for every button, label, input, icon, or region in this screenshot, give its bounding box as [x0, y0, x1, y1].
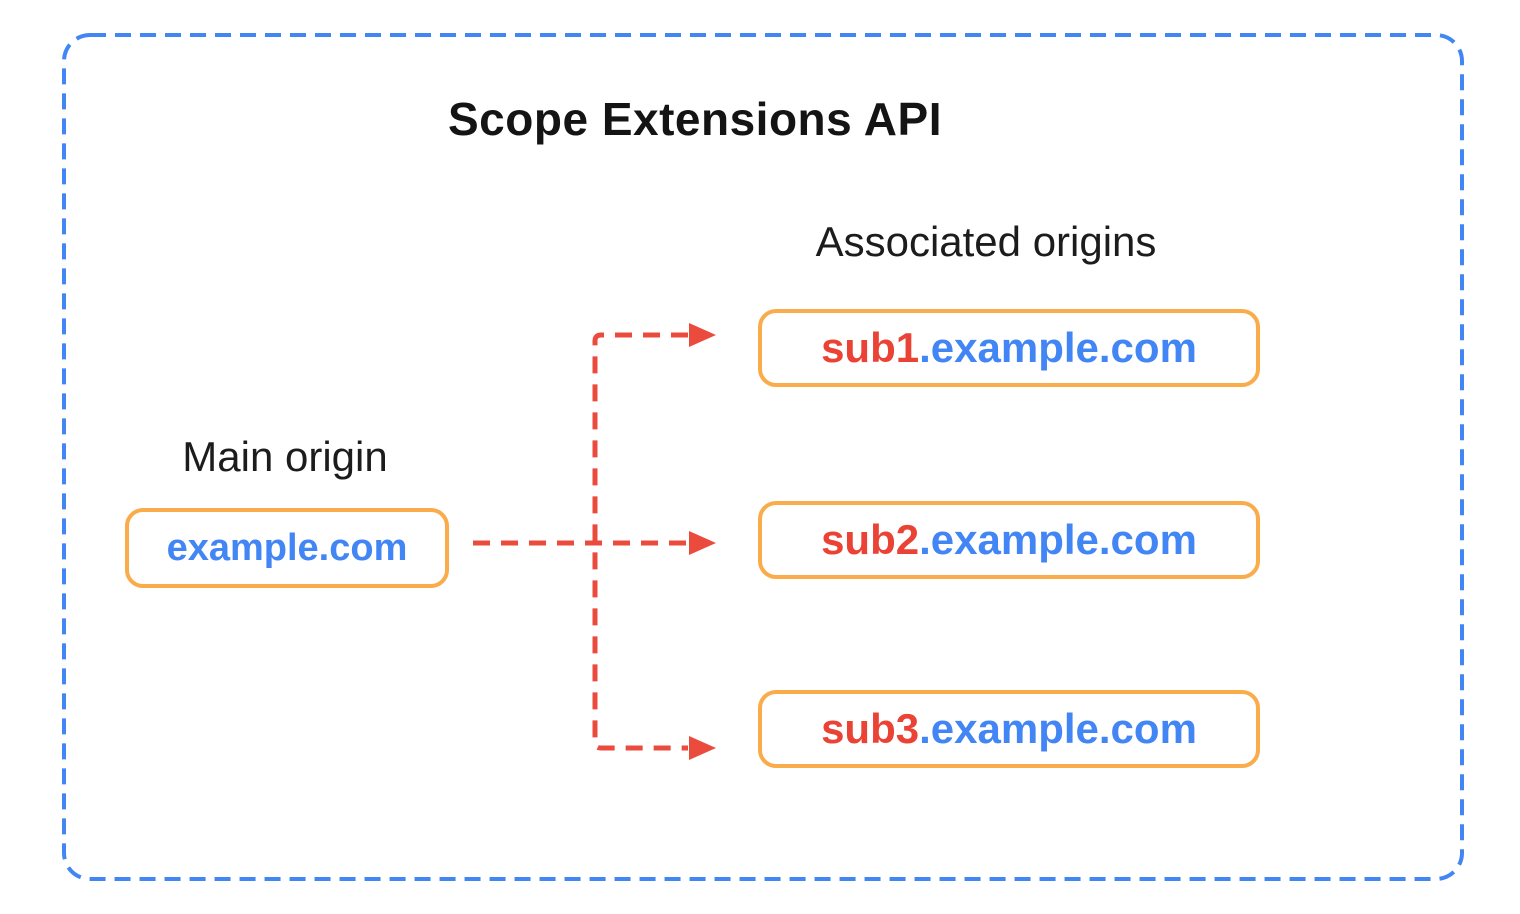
sub2-domain-text: .example.com: [919, 516, 1197, 563]
associated-origin-box-sub3: sub3.example.com: [758, 690, 1260, 768]
arrowhead-icon-sub1: [689, 323, 716, 347]
sub3-subdomain-text: sub3: [821, 705, 920, 752]
main-origin-box: example.com: [125, 508, 449, 588]
sub1-subdomain-text: sub1: [821, 324, 920, 371]
arrowhead-icon-sub3: [689, 736, 716, 760]
associated-origin-box-sub2: sub2.example.com: [758, 501, 1260, 579]
arrowhead-icon-sub2: [689, 531, 716, 555]
associated-origin-box-sub1: sub1.example.com: [758, 309, 1260, 387]
main-origin-domain: example.com: [166, 526, 408, 569]
sub3-domain-text: .example.com: [919, 705, 1197, 752]
sub1-domain-text: .example.com: [919, 324, 1197, 371]
sub2-subdomain-text: sub2: [821, 516, 920, 563]
associated-origins-label: Associated origins: [815, 218, 1157, 265]
main-origin-label: Main origin: [182, 433, 388, 480]
diagram-title: Scope Extensions API: [448, 93, 942, 145]
arrow-trunk-top-bottom: [592, 332, 688, 751]
